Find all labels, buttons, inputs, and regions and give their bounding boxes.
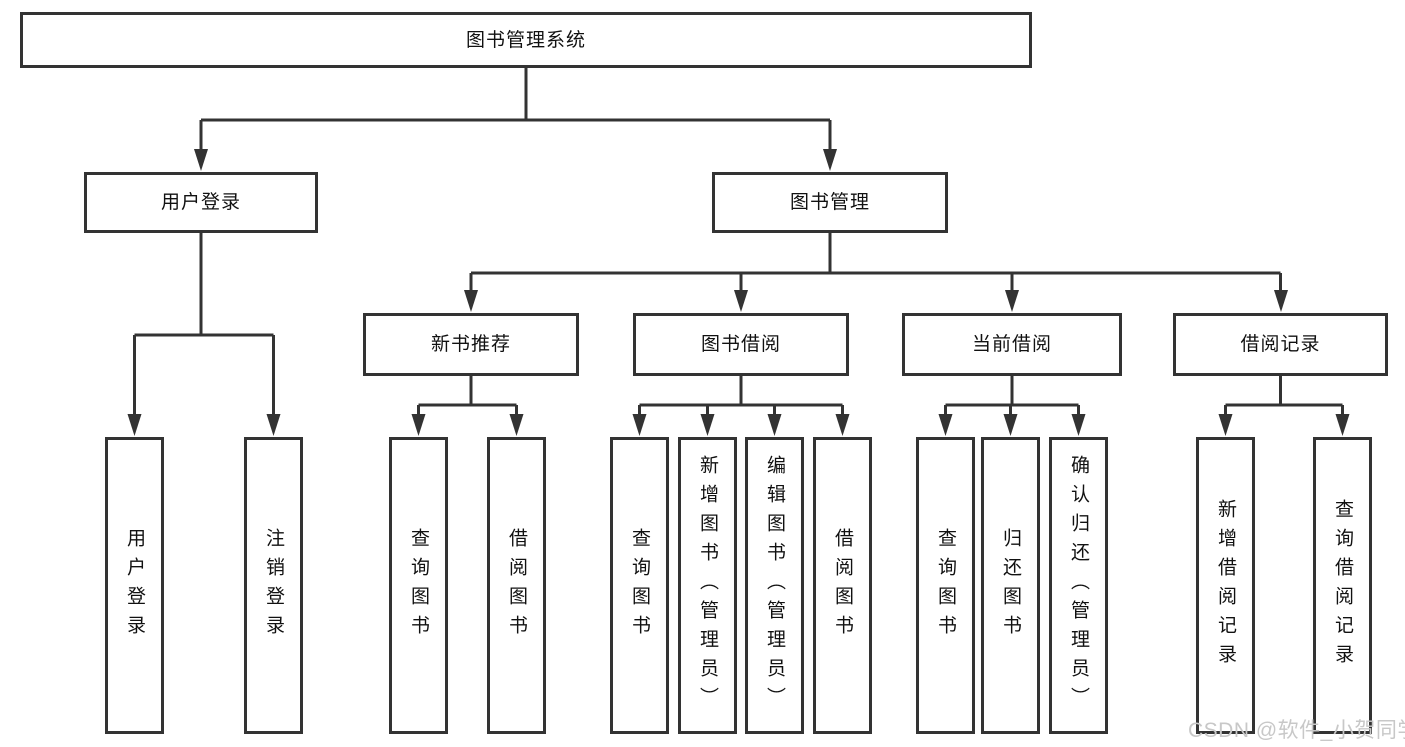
node-book-borrow: 图书借阅 <box>633 313 849 376</box>
arrowhead <box>734 290 748 312</box>
leaf-borrow-book: 借阅图书 <box>813 437 872 734</box>
arrowhead <box>700 414 715 436</box>
arrowhead <box>194 149 208 171</box>
arrowhead <box>1274 290 1288 312</box>
arrowhead <box>823 149 837 171</box>
arrowhead <box>835 414 850 436</box>
leaf-edit-book-admin: 编辑图书（管理员） <box>745 437 804 734</box>
node-borrow-records: 借阅记录 <box>1173 313 1388 376</box>
arrowhead <box>767 414 782 436</box>
leaf-query-borrow-record: 查询借阅记录 <box>1313 437 1372 734</box>
node-book-management: 图书管理 <box>712 172 948 233</box>
leaf-add-book-admin: 新增图书（管理员） <box>678 437 737 734</box>
leaf-add-borrow-record: 新增借阅记录 <box>1196 437 1255 734</box>
arrowhead <box>266 414 281 436</box>
arrowhead <box>127 414 142 436</box>
arrowhead <box>509 414 524 436</box>
arrowhead <box>411 414 426 436</box>
leaf-query-book-borrow: 查询图书 <box>610 437 669 734</box>
arrowhead <box>1003 414 1018 436</box>
node-root: 图书管理系统 <box>20 12 1032 68</box>
arrowhead <box>1071 414 1086 436</box>
leaf-borrow-book-recommend: 借阅图书 <box>487 437 546 734</box>
leaf-query-book-recommend: 查询图书 <box>389 437 448 734</box>
arrowhead <box>464 290 478 312</box>
leaf-confirm-return-admin: 确认归还（管理员） <box>1049 437 1108 734</box>
csdn-watermark: CSDN @软件_小贺同学 <box>1188 719 1405 742</box>
arrowhead <box>1005 290 1019 312</box>
arrowhead <box>632 414 647 436</box>
leaf-user-login: 用户登录 <box>105 437 164 734</box>
node-user-login: 用户登录 <box>84 172 318 233</box>
leaf-return-book: 归还图书 <box>981 437 1040 734</box>
node-current-borrow: 当前借阅 <box>902 313 1122 376</box>
arrowhead <box>1218 414 1233 436</box>
leaf-logout: 注销登录 <box>244 437 303 734</box>
arrowhead <box>1335 414 1350 436</box>
node-new-book-recommend: 新书推荐 <box>363 313 579 376</box>
leaf-query-book-current: 查询图书 <box>916 437 975 734</box>
arrowhead <box>938 414 953 436</box>
